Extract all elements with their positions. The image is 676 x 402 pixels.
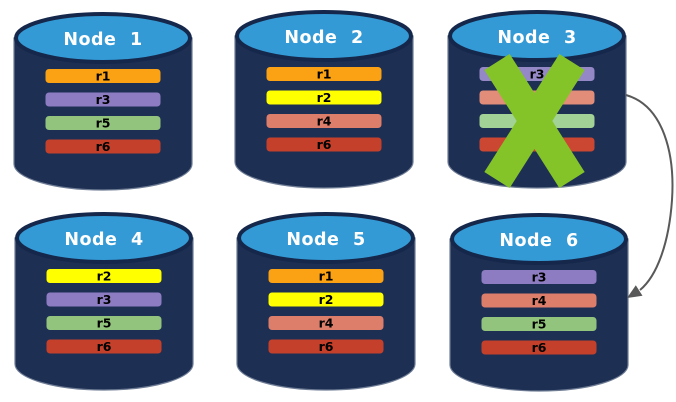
node-6-replica-label-r5: r5 [532, 317, 547, 332]
node-6-replica-bar-r6 [481, 340, 597, 355]
node-3-title: Node 3 [497, 28, 576, 48]
node-6-replica-label-r6: r6 [532, 340, 547, 355]
node-5-replica-label-r6: r6 [319, 339, 334, 354]
node-1-replica-label-r1: r1 [96, 69, 111, 84]
node-6-replica-label-r4: r4 [532, 293, 547, 308]
node-4-replica-bar-r6 [46, 339, 162, 354]
node-1: Node 1 r1 r3 r5 r6 [13, 12, 193, 191]
node-6-replica-bar-r3 [481, 270, 597, 284]
node-4-cylinder-top [15, 212, 193, 264]
node-2-replica-label-r6: r6 [317, 137, 332, 152]
node-1-replica-bar-r5 [45, 116, 161, 130]
node-2: Node 2 r1 r2 r4 r6 [234, 10, 414, 189]
node-5-replica-bar-r4 [268, 316, 384, 330]
node-5-replica-label-r1: r1 [319, 269, 334, 284]
node-4: Node 4 r2 r3 r5 r6 [14, 212, 194, 391]
node-2-replica-bar-r1 [266, 67, 382, 81]
node-4-replica-label-r6: r6 [97, 339, 112, 354]
node-6: Node 6 r3 r4 r5 r6 [449, 213, 629, 392]
node-6-title: Node 6 [499, 231, 578, 251]
failover-arrow [625, 94, 674, 298]
node-2-replica-label-r2: r2 [317, 90, 332, 105]
node-2-replica-bar-r2 [266, 90, 382, 105]
node-4-replica-bar-r5 [46, 316, 162, 330]
node-1-replica-bar-r3 [45, 92, 161, 107]
node-2-replica-bar-r6 [266, 137, 382, 152]
node-5-replica-bar-r1 [268, 269, 384, 283]
failure-x-stroke-2 [484, 53, 585, 189]
node-4-replica-label-r3: r3 [97, 292, 112, 307]
node-1-replica-label-r3: r3 [96, 92, 111, 107]
node-5-replica-label-r2: r2 [319, 292, 334, 307]
node-2-title: Node 2 [284, 28, 363, 48]
node-4-replica-label-r2: r2 [97, 269, 112, 284]
node-4-replica-label-r5: r5 [97, 316, 112, 331]
node-4-replica-bar-r2 [46, 269, 162, 283]
node-5-replica-label-r4: r4 [319, 316, 334, 331]
node-1-replica-bar-r1 [45, 69, 161, 83]
node-4-replica-bar-r3 [46, 292, 162, 307]
failover-arrow-curve [625, 94, 674, 291]
failure-x-icon [484, 53, 585, 189]
node-3-cylinder-top [448, 10, 626, 62]
node-1-replica-label-r6: r6 [96, 139, 111, 154]
node-5-title: Node 5 [286, 230, 365, 250]
node-6-cylinder-top [450, 213, 628, 265]
node-6-replica-label-r3: r3 [532, 270, 547, 285]
node-5-replica-bar-r2 [268, 292, 384, 307]
node-2-replica-bar-r4 [266, 114, 382, 128]
node-1-replica-bar-r6 [45, 139, 161, 154]
node-2-replica-label-r4: r4 [317, 114, 332, 129]
node-1-title: Node 1 [63, 30, 142, 50]
node-4-title: Node 4 [64, 230, 143, 250]
node-1-replica-label-r5: r5 [96, 116, 111, 131]
node-5-cylinder-top [237, 212, 415, 264]
node-6-replica-bar-r5 [481, 317, 597, 331]
node-2-cylinder-top [235, 10, 413, 62]
node-1-cylinder-top [14, 12, 192, 64]
failover-arrowhead-icon [627, 285, 643, 298]
node-5-replica-bar-r6 [268, 339, 384, 354]
node-5: Node 5 r1 r2 r4 r6 [236, 212, 416, 391]
node-6-replica-bar-r4 [481, 293, 597, 308]
node-2-replica-label-r1: r1 [317, 67, 332, 82]
node-3-replica-label-r3: r3 [530, 67, 545, 82]
